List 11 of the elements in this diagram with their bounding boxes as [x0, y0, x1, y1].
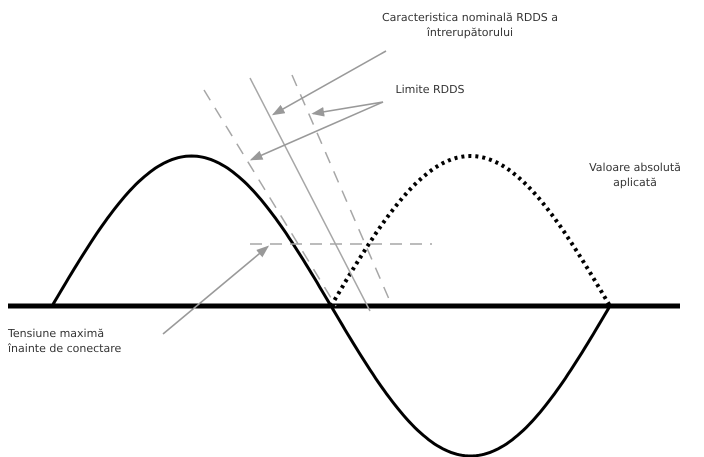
dashed-line [250, 243, 432, 245]
annotation-text: Valoare absolută aplicată [588, 160, 682, 190]
annotation-text: Tensiune maximă înainte de conectare [8, 326, 122, 356]
dashed-line [203, 90, 337, 306]
annotation-text: Limite RDDS [394, 82, 466, 97]
solid-line [249, 78, 371, 312]
leader-arrow [272, 50, 386, 116]
annotation-text: Caracteristica nominală RDDS a întrerupătorului [380, 10, 560, 40]
leader-arrow [250, 101, 384, 160]
leader-arrow [311, 101, 384, 117]
leader-arrow [162, 246, 270, 335]
